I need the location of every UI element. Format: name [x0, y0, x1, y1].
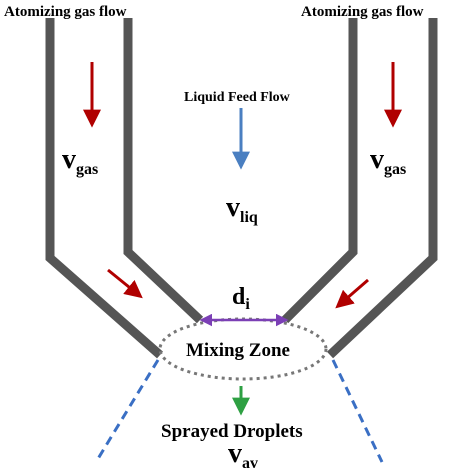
diameter-subscript: i — [245, 296, 250, 313]
v-gas-left-subscript: gas — [76, 161, 98, 178]
v-av-label: vav — [228, 438, 258, 469]
spray-cone — [94, 359, 384, 463]
liquid-feed-label: Liquid Feed Flow — [184, 90, 291, 105]
v-liq-subscript: liq — [240, 209, 258, 226]
v-gas-left-label: vgas — [62, 144, 98, 178]
diameter-label: di — [232, 284, 250, 313]
v-gas-right-symbol: v — [370, 144, 384, 175]
gas-arrow-angled-left — [107, 268, 143, 299]
spray-cone-right — [331, 359, 384, 463]
v-liq-label: vliq — [226, 192, 258, 226]
v-liq-symbol: v — [226, 192, 240, 223]
gas-flow-label-left: Atomizing gas flow — [4, 4, 127, 20]
v-gas-right-subscript: gas — [384, 161, 406, 178]
mixing-zone-label: Mixing Zone — [186, 340, 290, 361]
diameter-symbol: d — [232, 284, 246, 310]
outer-wall-right — [326, 18, 438, 359]
inner-wall-right — [281, 18, 358, 324]
v-av-symbol: v — [228, 438, 242, 469]
outer-wall-left — [45, 18, 163, 359]
spray-cone-left — [94, 359, 160, 463]
gas-flow-label-right: Atomizing gas flow — [301, 4, 424, 20]
v-gas-left-symbol: v — [62, 144, 76, 175]
gas-arrow-angled-right — [335, 278, 369, 309]
sprayed-droplets-label: Sprayed Droplets — [161, 421, 303, 442]
nozzle-walls — [45, 18, 438, 359]
v-av-subscript: av — [242, 455, 258, 469]
inner-wall-left — [123, 18, 204, 324]
v-gas-right-label: vgas — [370, 144, 406, 178]
